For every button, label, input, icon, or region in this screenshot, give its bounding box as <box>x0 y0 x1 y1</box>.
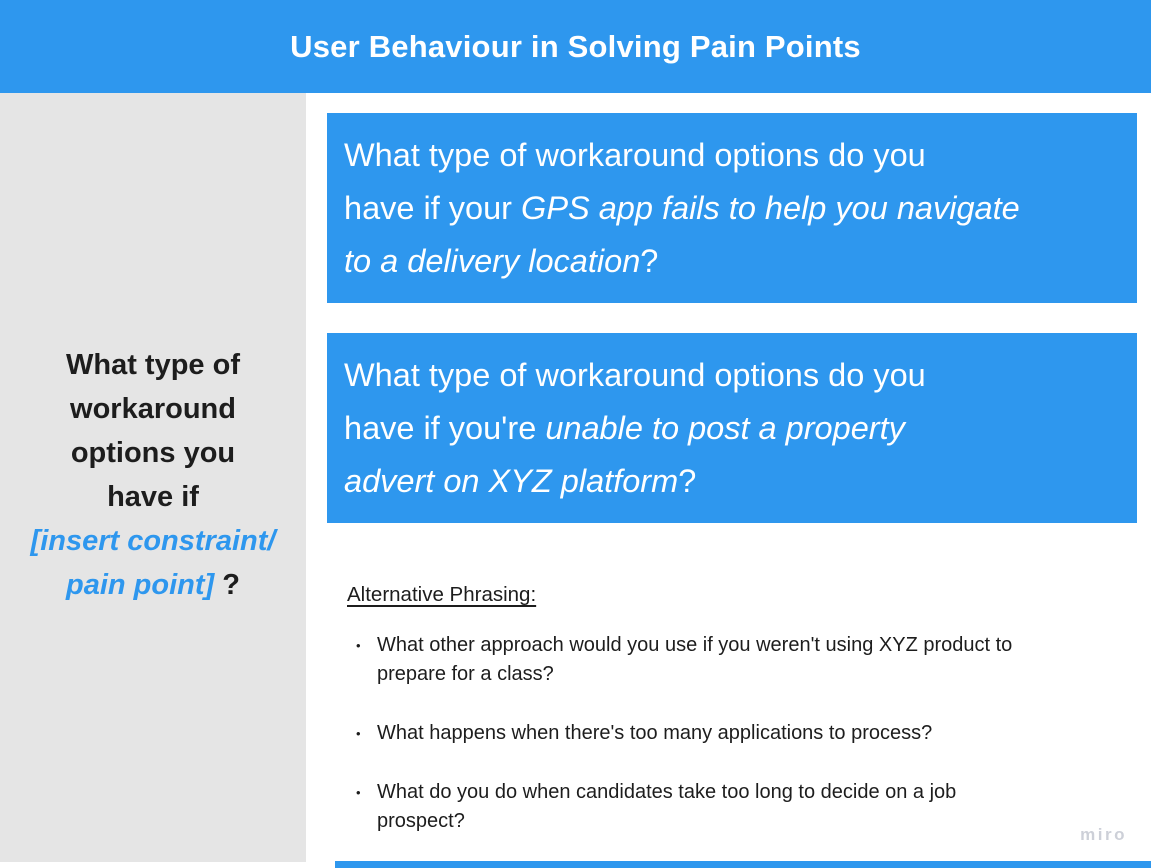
miro-watermark: miro <box>1080 825 1127 844</box>
text-segment: [insert constraint/ <box>30 524 276 557</box>
alternative-phrasing-section: Alternative Phrasing: What other approac… <box>347 583 1087 866</box>
list-item: What other approach would you use if you… <box>347 631 1087 689</box>
prompt-line: workaround <box>31 387 276 431</box>
list-item: What do you do when candidates take too … <box>347 778 1087 836</box>
frame-title-bar[interactable]: User Behaviour in Solving Pain Points <box>0 0 1151 93</box>
list-item-line: What happens when there's too many appli… <box>377 722 933 744</box>
question-card-gps[interactable]: What type of workaround options do you ha… <box>327 113 1137 303</box>
question-line: advert on XYZ platform? <box>344 455 1137 508</box>
next-object-edge[interactable] <box>335 861 1151 868</box>
question-line: What type of workaround options do you <box>344 129 1137 182</box>
text-segment: What type of <box>66 348 240 381</box>
prompt-line: have if <box>31 475 276 519</box>
text-segment: ? <box>678 462 697 499</box>
text-segment: unable to post a property <box>545 409 905 446</box>
text-segment: ? <box>214 568 240 601</box>
list-item-line: prepare for a class? <box>377 663 554 685</box>
text-segment: have if you're <box>344 409 546 446</box>
prompt-line: pain point] ? <box>31 563 276 607</box>
text-segment: GPS app fails to help you navigate <box>521 189 1020 226</box>
question-line: have if your GPS app fails to help you n… <box>344 182 1137 235</box>
prompt-panel[interactable]: What type of workaround options you have if… <box>0 93 306 862</box>
text-segment: advert on XYZ platform <box>344 462 679 499</box>
list-item: What happens when there's too many appli… <box>347 719 1087 748</box>
page-title: User Behaviour in Solving Pain Points <box>290 28 861 64</box>
question-card-property[interactable]: What type of workaround options do you ha… <box>327 333 1137 523</box>
text-segment: have if <box>107 480 199 513</box>
list-item-line: What other approach would you use if you… <box>377 634 1013 656</box>
prompt-line: options you <box>31 431 276 475</box>
text-segment: have if your <box>344 189 522 226</box>
alternative-phrasing-heading: Alternative Phrasing: <box>347 583 537 606</box>
prompt-text: What type of workaround options you have if… <box>31 343 276 613</box>
list-item-line: prospect? <box>377 810 465 832</box>
question-line: What type of workaround options do you <box>344 349 1137 402</box>
text-segment: to a delivery location <box>344 242 641 279</box>
text-segment: options you <box>70 436 236 469</box>
text-segment: workaround <box>70 392 236 425</box>
question-line: have if you're unable to post a property <box>344 402 1137 455</box>
text-segment: What type of workaround options do you <box>344 136 926 173</box>
prompt-line: What type of <box>31 343 276 387</box>
list-item-line: What do you do when candidates take too … <box>377 781 957 803</box>
question-line: to a delivery location? <box>344 235 1137 288</box>
text-segment: What type of workaround options do you <box>344 356 926 393</box>
text-segment: ? <box>640 242 659 279</box>
prompt-line: [insert constraint/ <box>31 519 276 563</box>
text-segment: pain point] <box>66 568 215 601</box>
alternative-phrasing-list: What other approach would you use if you… <box>347 631 1087 836</box>
